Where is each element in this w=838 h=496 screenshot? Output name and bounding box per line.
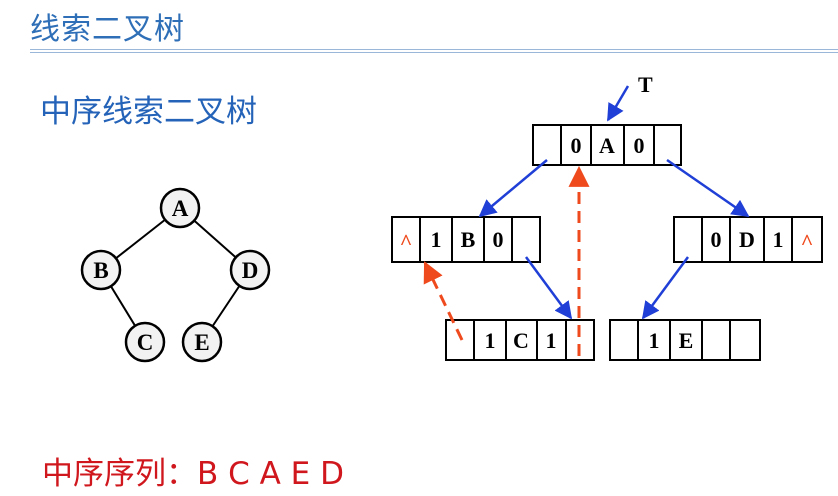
title-divider bbox=[30, 49, 838, 53]
record-d-rtag: 1 bbox=[773, 227, 784, 252]
tree-node-d: D bbox=[229, 249, 271, 291]
page-title: 线索二叉树 bbox=[30, 12, 185, 47]
record-c-ltag: 1 bbox=[485, 328, 496, 353]
tree-node-b: B bbox=[80, 249, 122, 291]
record-a-data: A bbox=[599, 133, 615, 158]
tree-node-c: C bbox=[124, 321, 166, 363]
record-b-rtag: 0 bbox=[493, 227, 504, 252]
record-e-data: E bbox=[679, 328, 694, 353]
thread-link-c-b bbox=[423, 261, 464, 341]
record-c: 1 C 1 bbox=[445, 319, 595, 361]
record-a-ltag: 0 bbox=[571, 133, 582, 158]
inorder-sequence-values: B C A E D bbox=[197, 456, 344, 492]
record-a-rtag: 0 bbox=[634, 133, 645, 158]
tree-node-a: A bbox=[159, 187, 201, 229]
inorder-sequence-label: 中序序列： bbox=[42, 456, 197, 492]
threaded-structure: T 0 A 0 ^ 1 B 0 bbox=[391, 72, 823, 361]
child-link-d-e bbox=[641, 256, 690, 320]
section-subtitle: 中序线索二叉树 bbox=[40, 94, 257, 130]
tree-node-c-label: C bbox=[137, 330, 154, 355]
record-c-rtag: 1 bbox=[546, 328, 557, 353]
record-a: 0 A 0 bbox=[532, 124, 682, 166]
tree-node-d-label: D bbox=[242, 258, 259, 283]
record-e: 1 E bbox=[609, 319, 761, 361]
record-b: ^ 1 B 0 bbox=[391, 216, 541, 263]
record-b-ltag: 1 bbox=[431, 227, 442, 252]
record-d-null-mark: ^ bbox=[801, 229, 814, 254]
record-b-null-mark: ^ bbox=[400, 229, 413, 254]
tree-node-b-label: B bbox=[93, 258, 108, 283]
tree-node-e: E bbox=[181, 321, 223, 363]
record-c-data: C bbox=[513, 328, 529, 353]
tree-node-e-label: E bbox=[194, 330, 209, 355]
child-link-b-c bbox=[524, 256, 573, 320]
record-d-ltag: 0 bbox=[711, 227, 722, 252]
child-link-a-b bbox=[478, 159, 548, 218]
record-e-ltag: 1 bbox=[649, 328, 660, 353]
tree-node-a-label: A bbox=[172, 196, 189, 221]
record-d: 0 D 1 ^ bbox=[673, 216, 823, 263]
binary-tree: A B D C E bbox=[80, 187, 271, 363]
record-d-data: D bbox=[739, 227, 755, 252]
inorder-sequence: 中序序列：B C A E D bbox=[42, 448, 344, 493]
record-b-data: B bbox=[461, 227, 476, 252]
child-link-a-d bbox=[666, 158, 750, 218]
root-pointer-arrow bbox=[606, 85, 630, 122]
root-pointer-label: T bbox=[638, 72, 653, 97]
